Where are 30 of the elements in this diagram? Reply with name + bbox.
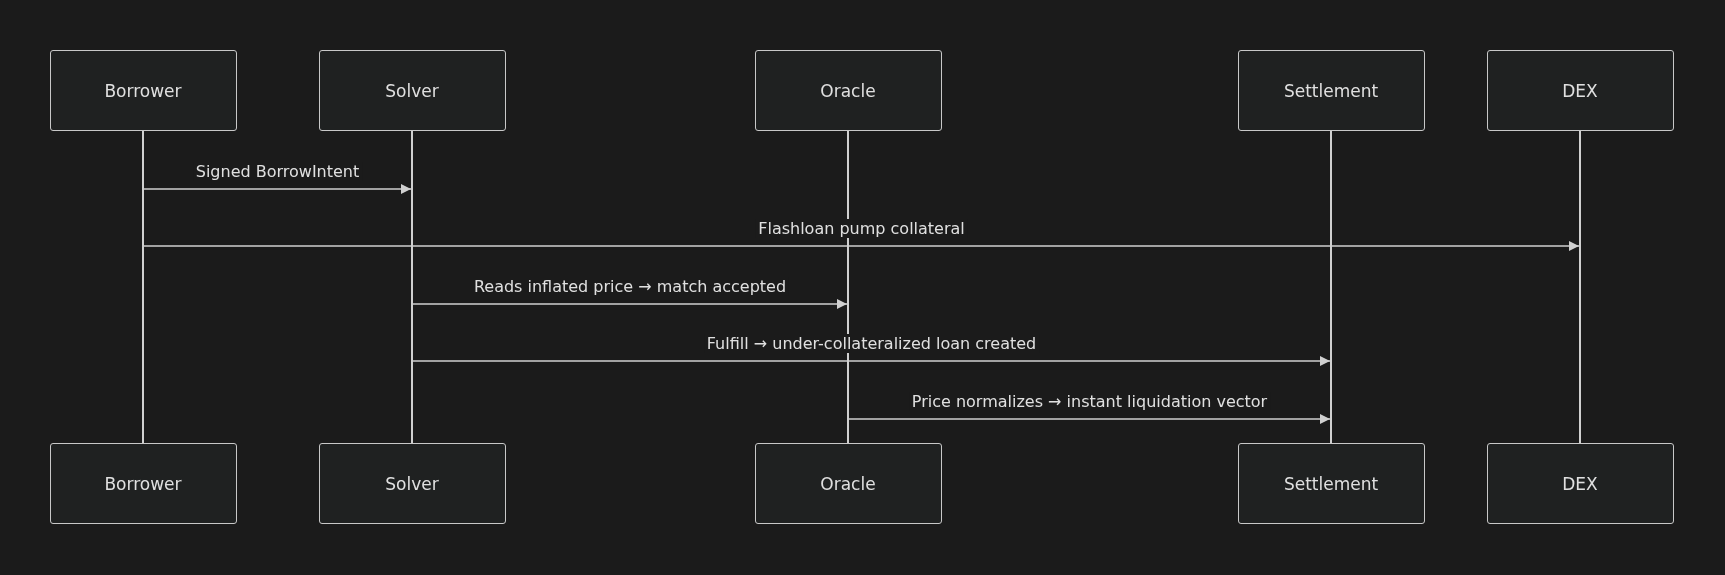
message-arrow	[143, 241, 1580, 251]
participant-name: Borrower	[104, 80, 182, 101]
participant-name: Settlement	[1283, 473, 1379, 494]
participant-name: Settlement	[1283, 80, 1379, 101]
participant-box	[754, 443, 942, 524]
participant-name: Borrower	[104, 473, 182, 494]
lifeline	[142, 131, 144, 443]
participant-box	[1237, 50, 1425, 131]
participant-box	[1486, 443, 1674, 524]
participant-name: Solver	[385, 473, 439, 494]
message-arrow	[143, 184, 412, 194]
participant-box	[49, 443, 237, 524]
message-arrow	[412, 356, 1331, 366]
lifeline	[847, 131, 849, 443]
participant-box	[1237, 443, 1425, 524]
participant-box	[754, 50, 942, 131]
participant-name: Oracle	[820, 473, 876, 494]
participant-box	[49, 50, 237, 131]
lifeline	[1579, 131, 1581, 443]
lifeline	[1330, 131, 1332, 443]
participant-name: DEX	[1562, 80, 1598, 101]
participant-box	[318, 50, 506, 131]
participant-box	[318, 443, 506, 524]
participant-name: Oracle	[820, 80, 876, 101]
participant-name: Solver	[385, 80, 439, 101]
participant-box	[1486, 50, 1674, 131]
participant-name: DEX	[1562, 473, 1598, 494]
message-arrow	[412, 299, 848, 309]
message-arrow	[848, 414, 1331, 424]
lifeline	[411, 131, 413, 443]
